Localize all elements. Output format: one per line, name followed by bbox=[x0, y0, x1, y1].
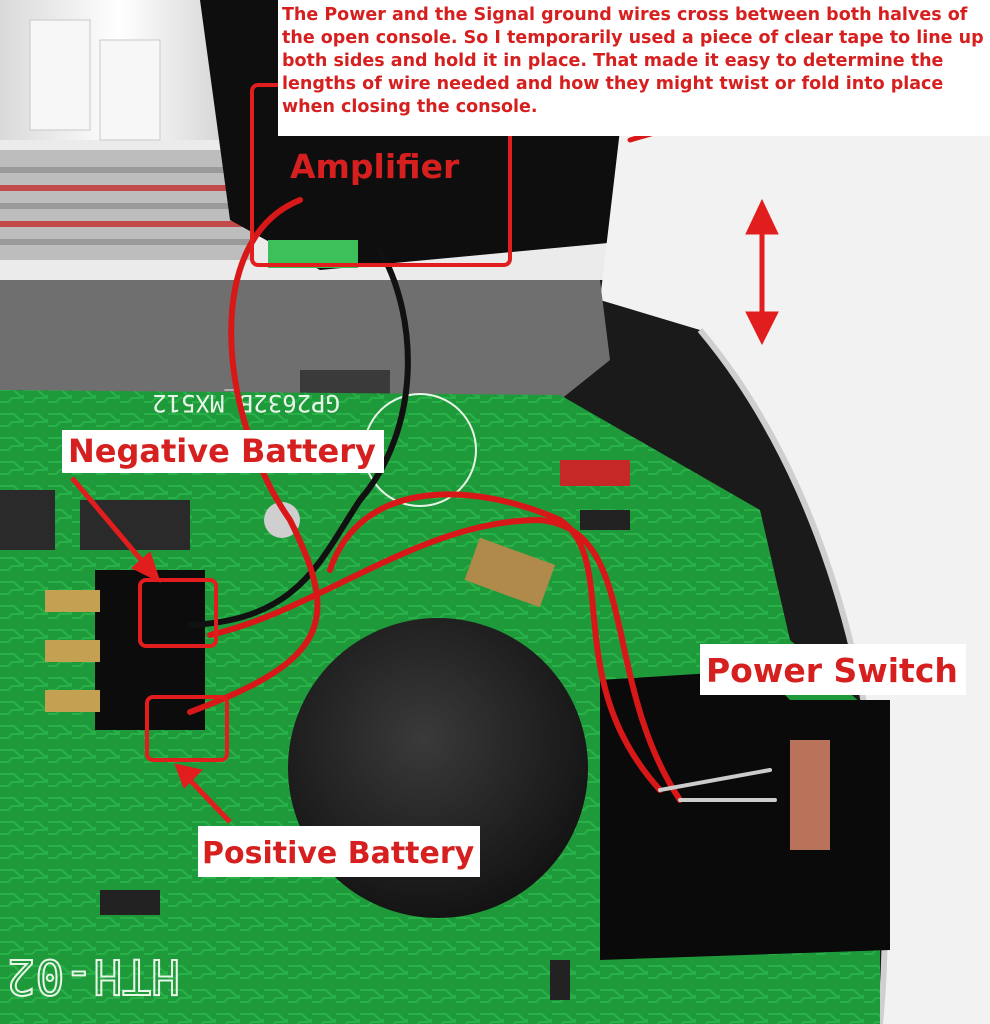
amplifier-label: Amplifier bbox=[290, 147, 460, 186]
annotation-arrows bbox=[70, 198, 779, 824]
wire-routing-note: The Power and the Signal ground wires cr… bbox=[278, 0, 990, 136]
middle-frame bbox=[0, 280, 610, 400]
right-case-edge bbox=[600, 130, 990, 1024]
silkscreen-model: GP2632B_MX512 bbox=[152, 389, 340, 417]
battery-connector bbox=[45, 570, 205, 730]
negative-arrow bbox=[70, 476, 150, 570]
positive-arrow bbox=[186, 776, 232, 824]
ribbon-cable bbox=[0, 150, 250, 260]
power-switch bbox=[600, 670, 890, 960]
power-switch-label: Power Switch bbox=[700, 644, 966, 695]
positive-battery-label: Positive Battery bbox=[198, 826, 481, 877]
positive-battery-highlight bbox=[145, 695, 229, 762]
negative-battery-label: Negative Battery bbox=[62, 430, 384, 473]
negative-battery-highlight bbox=[138, 578, 218, 648]
silkscreen-bottom: HTH-02 601 bbox=[0, 948, 180, 1004]
